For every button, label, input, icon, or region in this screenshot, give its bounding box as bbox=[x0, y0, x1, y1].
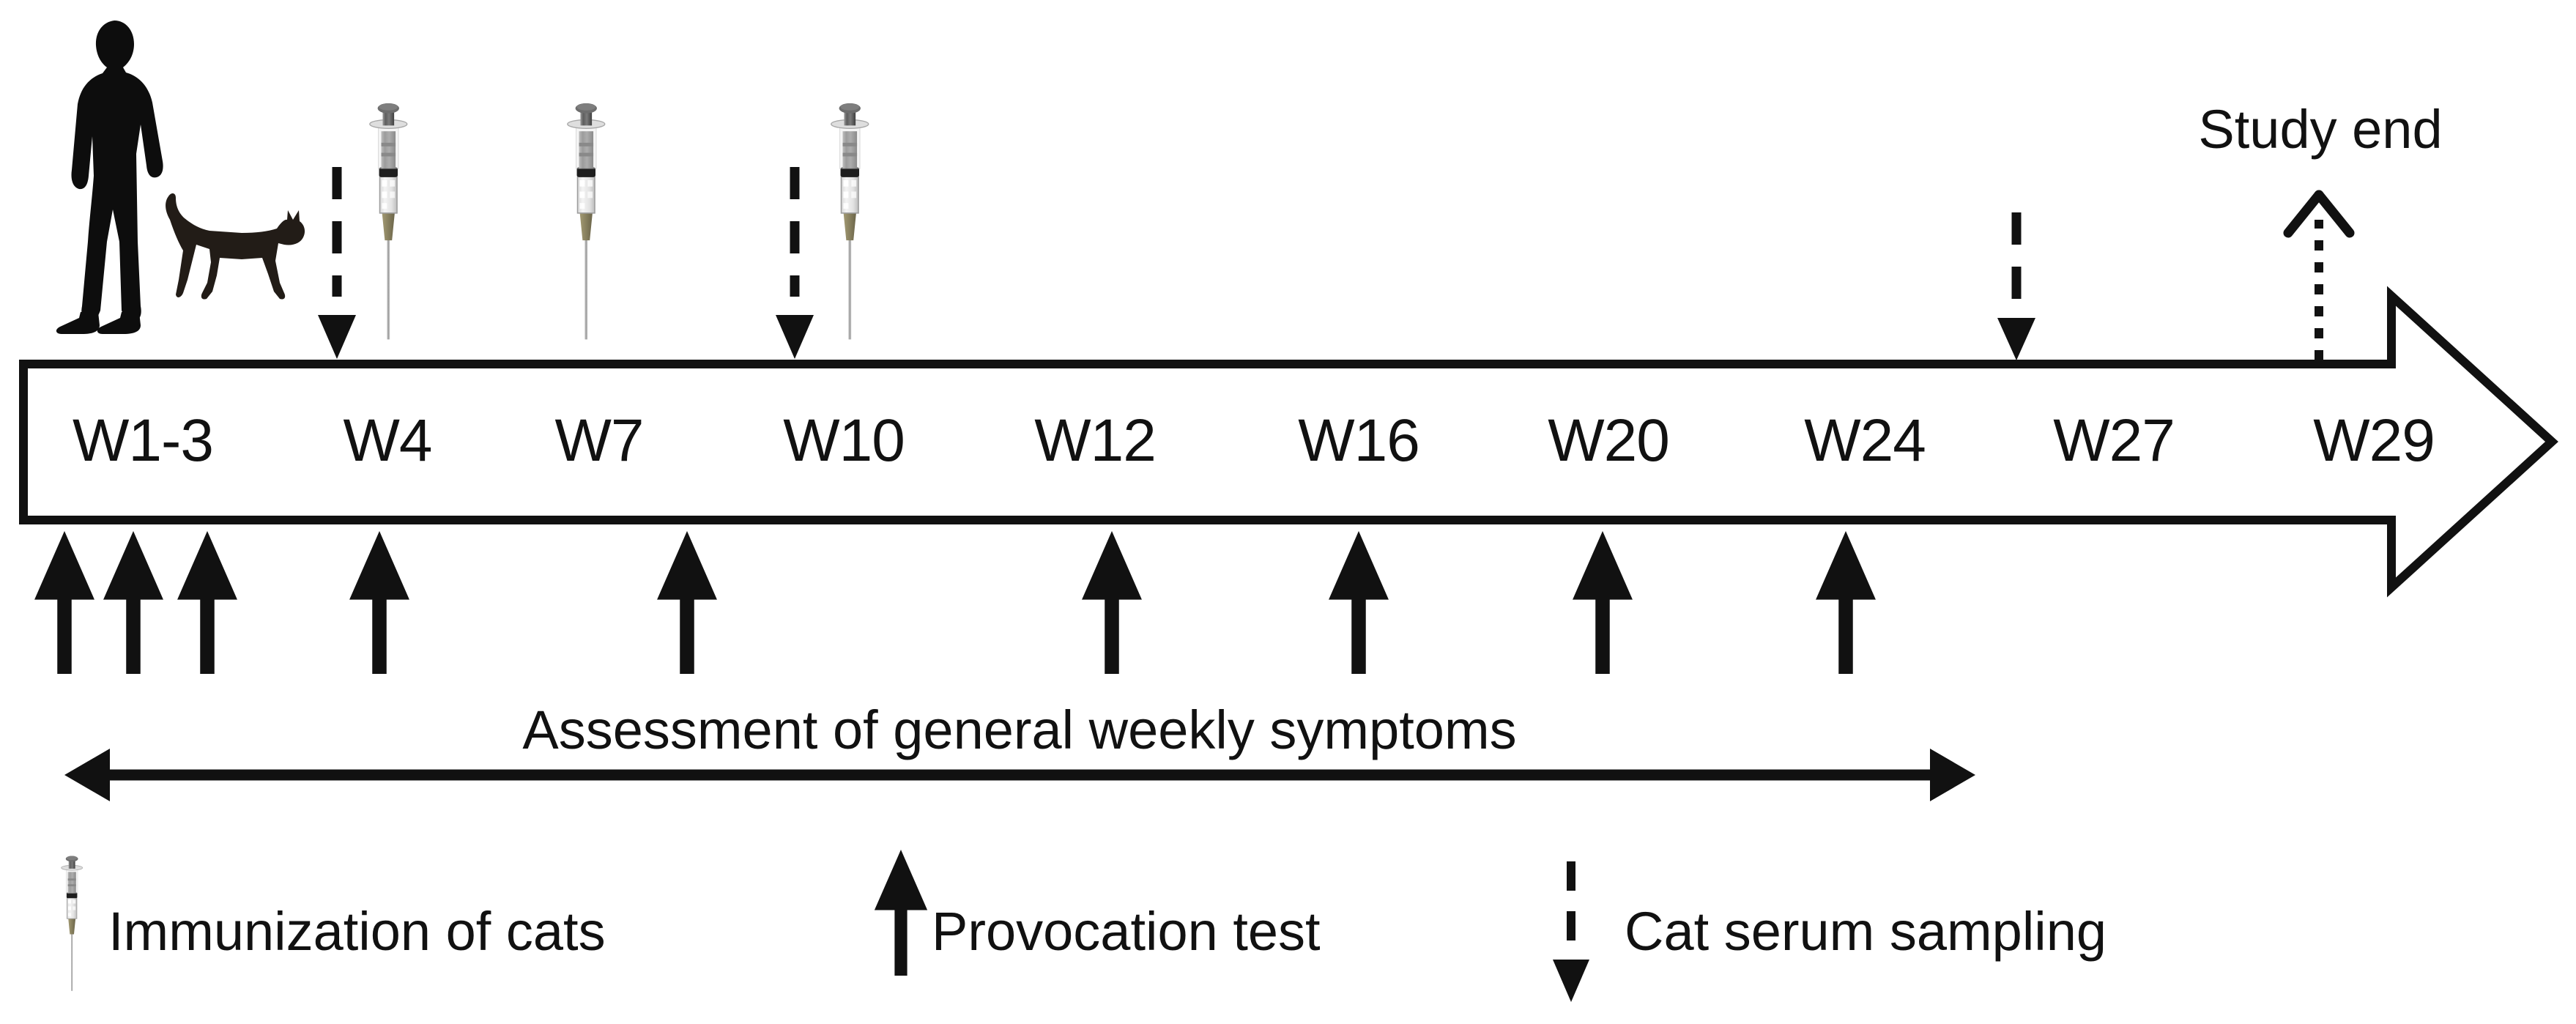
study-end-label: Study end bbox=[2198, 99, 2443, 160]
assessment-span-arrow bbox=[64, 749, 1975, 801]
timeline-week-label-w16: W16 bbox=[1298, 407, 1420, 474]
legend-label-immunization: Immunization of cats bbox=[108, 901, 606, 962]
provocation-arrows bbox=[34, 531, 1876, 674]
cat-silhouette bbox=[166, 193, 305, 300]
timeline-week-label-w1-3: W1-3 bbox=[73, 407, 214, 474]
legend-up-arrow-icon bbox=[874, 850, 928, 976]
serum-sampling-arrow-w10 bbox=[776, 167, 814, 359]
syringe-icon-w10 bbox=[831, 103, 869, 341]
timeline-week-label-w29: W29 bbox=[2313, 407, 2435, 474]
syringe-icon-w7 bbox=[567, 103, 606, 341]
syringe-icon-w4 bbox=[369, 103, 408, 341]
legend-dashed-down-arrow-icon bbox=[1553, 861, 1589, 1002]
timeline-week-label-w24: W24 bbox=[1804, 407, 1926, 474]
serum-sampling-arrow-w4 bbox=[318, 167, 356, 359]
human-silhouette bbox=[56, 21, 163, 334]
serum-sampling-arrow-w27 bbox=[1997, 212, 2035, 360]
timeline-week-label-w20: W20 bbox=[1548, 407, 1670, 474]
timeline-week-label-w10: W10 bbox=[783, 407, 905, 474]
timeline-week-label-w27: W27 bbox=[2053, 407, 2175, 474]
timeline-arrow-bar bbox=[19, 286, 2558, 598]
timeline-week-label-w4: W4 bbox=[343, 407, 433, 474]
timeline-week-label-w7: W7 bbox=[554, 407, 645, 474]
assessment-span-label: Assessment of general weekly symptoms bbox=[522, 700, 1517, 760]
legend-label-serum-sampling: Cat serum sampling bbox=[1625, 901, 2107, 962]
study-end-arrow bbox=[2283, 190, 2355, 360]
legend-label-provocation: Provocation test bbox=[932, 901, 1321, 962]
legend-syringe-icon bbox=[61, 856, 83, 992]
timeline-week-label-w12: W12 bbox=[1034, 407, 1157, 474]
